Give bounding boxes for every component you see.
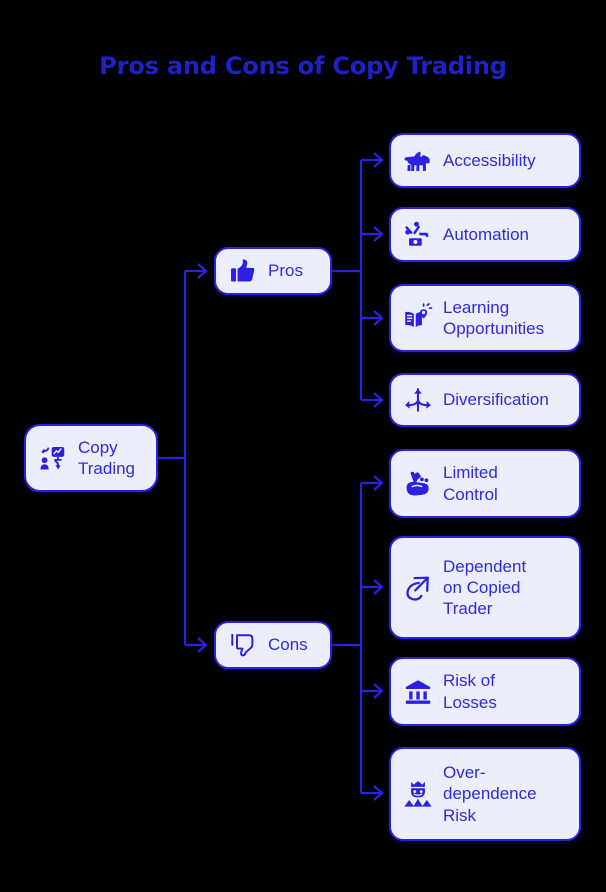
bank-icon xyxy=(405,679,431,704)
node-label: Learning Opportunities xyxy=(443,297,545,338)
page-title: Pros and Cons of Copy Trading xyxy=(99,52,507,80)
arrowhead-cons-1 xyxy=(373,475,384,491)
arrowhead-pros xyxy=(197,263,208,279)
guide-dog-icon xyxy=(404,151,430,171)
node-automation[interactable]: Automation xyxy=(389,207,581,262)
arrowhead-cons-3 xyxy=(373,683,384,699)
node-label: Accessibility xyxy=(443,150,536,170)
node-label: Automation xyxy=(443,224,529,244)
crossed-fingers-icon xyxy=(406,471,429,495)
node-label: Dependent on Copied Trader xyxy=(443,556,527,619)
crowned-person-icon xyxy=(404,781,432,807)
thumbs-down-icon xyxy=(231,633,254,657)
open-book-idea-icon xyxy=(405,303,433,327)
node-label: Cons xyxy=(268,635,308,655)
node-label: Risk of Losses xyxy=(443,671,497,712)
node-label: Copy Trading xyxy=(78,437,136,478)
node-pros[interactable]: Pros xyxy=(214,247,332,295)
node-learning-opportunities[interactable]: Learning Opportunities xyxy=(389,284,581,352)
node-over-dependence-risk[interactable]: Over- dependence Risk xyxy=(389,747,581,841)
node-risk-of-losses[interactable]: Risk of Losses xyxy=(389,657,581,726)
robot-arm-icon xyxy=(405,221,429,246)
branching-arrows-icon xyxy=(405,388,431,412)
node-label: Over- dependence Risk xyxy=(443,763,537,825)
arrowhead-pros-1 xyxy=(373,152,384,168)
node-limited-control[interactable]: Limited Control xyxy=(389,449,581,518)
arrowhead-pros-2 xyxy=(373,226,384,242)
node-label: Pros xyxy=(268,261,303,281)
node-diversification[interactable]: Diversification xyxy=(389,373,581,427)
node-label: Diversification xyxy=(443,390,549,410)
arrowhead-cons xyxy=(197,637,208,653)
arrowhead-pros-3 xyxy=(373,310,384,326)
arrowhead-cons-4 xyxy=(373,785,384,801)
arrowhead-cons-2 xyxy=(373,579,384,595)
curved-arrow-up-icon xyxy=(406,576,429,601)
node-accessibility[interactable]: Accessibility xyxy=(389,133,581,188)
node-label: Limited Control xyxy=(443,463,498,504)
node-cons[interactable]: Cons xyxy=(214,621,332,669)
thumbs-up-icon xyxy=(231,259,255,282)
copy-trading-icon xyxy=(40,446,65,470)
node-copy-trading[interactable]: Copy Trading xyxy=(24,424,158,492)
arrowhead-pros-4 xyxy=(373,392,384,408)
node-dependent-on-copied-trader[interactable]: Dependent on Copied Trader xyxy=(389,536,581,639)
